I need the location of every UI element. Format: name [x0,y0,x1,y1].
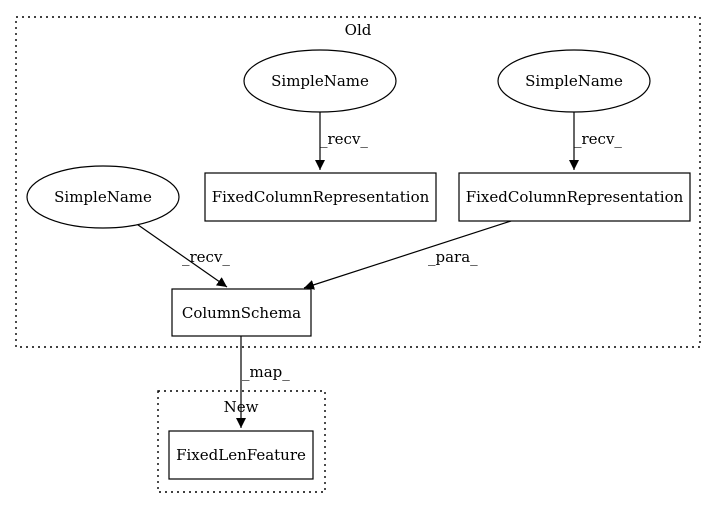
node-column-schema: ColumnSchema [171,288,312,337]
node-simplename-1-shape [243,49,397,113]
edge-recv-3: _recv_ [130,219,230,288]
node-simplename-2-shape [497,49,651,113]
node-simplename-3: SimpleName [26,165,180,229]
edge-para: _para_ [303,220,512,290]
node-simplename-2-label: SimpleName [525,72,623,90]
node-fixed-col-rep-2: FixedColumnRepresentation [458,172,691,222]
node-fixed-len-feature-shape [168,430,314,480]
node-column-schema-shape [171,288,312,337]
edge-recv-3-label: _recv_ [182,248,230,266]
node-fixed-len-feature: FixedLenFeature [168,430,314,480]
edge-recv-2: _recv_ [569,112,622,170]
node-column-schema-label: ColumnSchema [182,304,301,322]
cluster-old-label: Old [345,21,372,39]
node-simplename-1: SimpleName [243,49,397,113]
node-fixed-col-rep-1-shape [204,172,437,222]
node-simplename-3-shape [26,165,180,229]
edge-para-label: _para_ [428,248,478,266]
edge-map-label: _map_ [242,363,290,381]
node-fixed-col-rep-2-label: FixedColumnRepresentation [466,188,684,206]
edge-recv-1: _recv_ [315,112,368,170]
node-fixed-col-rep-1-label: FixedColumnRepresentation [212,188,430,206]
cluster-old-border [15,16,701,348]
node-simplename-1-label: SimpleName [271,72,369,90]
node-simplename-2: SimpleName [497,49,651,113]
node-simplename-3-label: SimpleName [54,188,152,206]
edge-map: _map_ [236,336,290,428]
edge-para-line [303,220,512,290]
node-fixed-col-rep-2-shape [458,172,691,222]
edge-recv-3-line [130,219,228,288]
edge-recv-2-label: _recv_ [574,130,622,148]
cluster-old: Old [15,16,701,348]
cluster-new-border [157,390,326,493]
edge-recv-1-label: _recv_ [320,130,368,148]
node-fixed-col-rep-1: FixedColumnRepresentation [204,172,437,222]
node-fixed-len-feature-label: FixedLenFeature [176,446,306,464]
